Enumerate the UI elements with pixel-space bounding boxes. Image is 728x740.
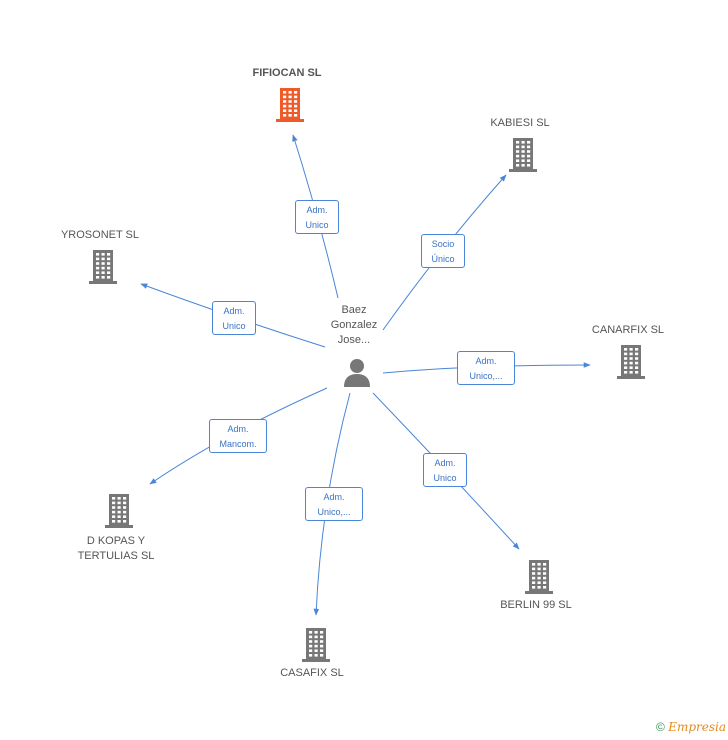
center-person-label[interactable]: Baez Gonzalez Jose... (330, 304, 378, 346)
building-icon[interactable] (507, 136, 539, 172)
building-icon[interactable] (523, 558, 555, 594)
relation-label-casafix[interactable]: Adm. Unico,... (305, 487, 363, 521)
company-label-yrosonet[interactable]: YROSONET SL (60, 229, 140, 241)
building-icon[interactable] (103, 492, 135, 528)
company-label-casafix[interactable]: CASAFIX SL (280, 667, 344, 679)
company-label-dkopas[interactable]: D KOPAS Y TERTULIAS SL (77, 535, 155, 562)
company-label-fifiocan[interactable]: FIFIOCAN SL (252, 67, 322, 79)
company-label-kabiesi[interactable]: KABIESI SL (490, 117, 550, 129)
relation-label-dkopas[interactable]: Adm. Mancom. (209, 419, 267, 453)
company-label-canarfix[interactable]: CANARFIX SL (591, 324, 665, 336)
relation-label-fifiocan[interactable]: Adm. Unico (295, 200, 339, 234)
company-label-berlin[interactable]: BERLIN 99 SL (500, 599, 572, 611)
brand-logo-text: Empresia (668, 720, 726, 734)
relation-label-yrosonet[interactable]: Adm. Unico (212, 301, 256, 335)
building-icon[interactable] (87, 248, 119, 284)
building-icon[interactable] (274, 86, 306, 122)
footer-brand: © Empresia (656, 720, 726, 734)
building-icon[interactable] (615, 343, 647, 379)
relation-label-kabiesi[interactable]: Socio Único (421, 234, 465, 268)
relation-label-berlin[interactable]: Adm. Unico (423, 453, 467, 487)
copyright-icon: © (656, 720, 665, 734)
relation-label-canarfix[interactable]: Adm. Unico,... (457, 351, 515, 385)
person-icon[interactable] (342, 357, 372, 387)
building-icon[interactable] (300, 626, 332, 662)
